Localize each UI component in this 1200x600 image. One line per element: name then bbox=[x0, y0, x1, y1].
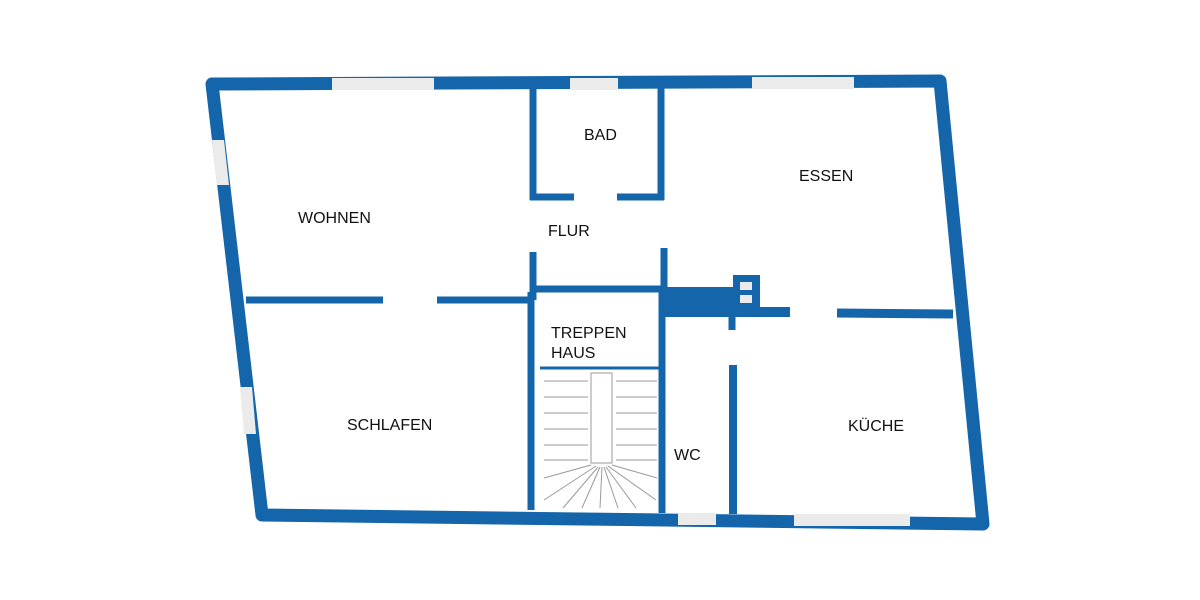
window-top-essen bbox=[752, 77, 854, 89]
outer-walls bbox=[205, 74, 990, 531]
room-label-bad: BAD bbox=[584, 127, 617, 144]
room-label-treppenhaus-line1: TREPPEN bbox=[551, 325, 627, 342]
chimney-block bbox=[664, 287, 734, 315]
window-bottom-wc bbox=[678, 513, 716, 525]
room-label-wohnen: WOHNEN bbox=[298, 210, 371, 227]
room-label-kueche: KÜCHE bbox=[848, 417, 904, 435]
outer-wall bbox=[205, 74, 990, 531]
window-left-schlafen bbox=[240, 387, 256, 434]
room-labels: WOHNEN BAD FLUR ESSEN TREPPEN HAUS SCHLA… bbox=[298, 127, 904, 464]
window-bottom-kueche bbox=[794, 514, 910, 526]
window-left-wohnen bbox=[212, 140, 229, 185]
window-top-wohnen bbox=[332, 78, 434, 90]
staircase bbox=[543, 372, 658, 509]
window-top-bad bbox=[570, 78, 618, 90]
interior-walls bbox=[246, 88, 954, 514]
chimney-flue-bottom bbox=[740, 295, 752, 303]
room-label-treppenhaus-line2: HAUS bbox=[551, 345, 595, 362]
stair-treads bbox=[544, 380, 657, 461]
room-label-schlafen: SCHLAFEN bbox=[347, 417, 432, 434]
chimney bbox=[664, 275, 760, 315]
chimney-flue-frame bbox=[733, 275, 760, 308]
wall-essen-kueche bbox=[836, 308, 954, 319]
windows bbox=[212, 77, 910, 526]
stair-stringer bbox=[590, 372, 613, 464]
room-label-wc: WC bbox=[674, 447, 701, 464]
stair-winders bbox=[543, 464, 658, 509]
room-label-flur: FLUR bbox=[548, 223, 590, 240]
room-label-essen: ESSEN bbox=[799, 168, 853, 185]
chimney-flue-top bbox=[740, 282, 752, 290]
